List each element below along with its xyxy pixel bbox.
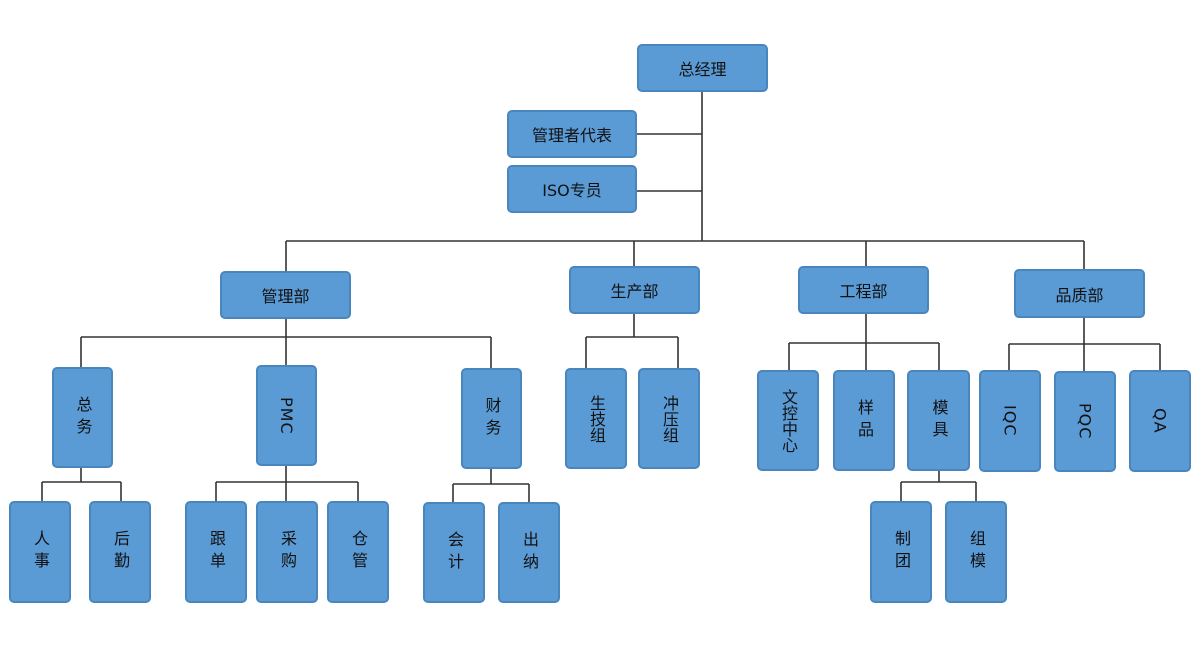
node-stamping-group: 冲压组 bbox=[638, 368, 700, 469]
node-label: IQC bbox=[1000, 405, 1020, 437]
node-admin-dept: 管理部 bbox=[220, 271, 351, 319]
node-label: 后勤 bbox=[111, 530, 130, 574]
node-label: 文控中心 bbox=[779, 388, 798, 453]
node-label: 管理部 bbox=[261, 287, 310, 306]
node-samples: 样品 bbox=[833, 370, 895, 471]
node-label: 财务 bbox=[482, 396, 502, 441]
node-production-dept: 生产部 bbox=[569, 266, 700, 314]
node-label: 采购 bbox=[278, 530, 297, 574]
node-hr: 人事 bbox=[9, 501, 71, 603]
node-general-affairs: 总务 bbox=[52, 367, 113, 468]
node-accounting: 会计 bbox=[423, 502, 485, 603]
node-molds: 模具 bbox=[907, 370, 970, 471]
node-mold-assembly: 组模 bbox=[945, 501, 1007, 603]
node-label: 模具 bbox=[929, 398, 949, 443]
node-label: 工程部 bbox=[839, 282, 888, 301]
node-pmc: PMC bbox=[256, 365, 317, 466]
node-label: 跟单 bbox=[207, 530, 226, 574]
node-order-follow-up: 跟单 bbox=[185, 501, 247, 603]
node-engineering-dept: 工程部 bbox=[798, 266, 929, 314]
node-label: 总务 bbox=[73, 395, 93, 440]
node-label: 出纳 bbox=[520, 530, 539, 575]
node-label: 样品 bbox=[855, 398, 874, 443]
node-iso-specialist: ISO专员 bbox=[507, 165, 637, 213]
node-label: 组模 bbox=[967, 530, 986, 574]
node-label: PQC bbox=[1075, 403, 1095, 440]
node-label: 人事 bbox=[31, 530, 50, 574]
node-label: 冲压组 bbox=[660, 394, 679, 443]
node-label: 生产部 bbox=[610, 282, 659, 301]
node-label: 品质部 bbox=[1055, 285, 1104, 305]
node-iqc: IQC bbox=[979, 370, 1041, 472]
node-finance: 财务 bbox=[461, 368, 522, 469]
node-qa: QA bbox=[1129, 370, 1191, 472]
node-logistics: 后勤 bbox=[89, 501, 151, 603]
node-purchasing: 采购 bbox=[256, 501, 318, 603]
node-production-tech-group: 生技组 bbox=[565, 368, 627, 469]
node-cashier: 出纳 bbox=[498, 502, 560, 603]
node-document-control: 文控中心 bbox=[757, 370, 819, 471]
node-label: 会计 bbox=[445, 530, 464, 575]
node-label: QA bbox=[1150, 408, 1170, 434]
node-quality-dept: 品质部 bbox=[1014, 269, 1145, 318]
node-mold-making: 制团 bbox=[870, 501, 932, 603]
node-label: 生技组 bbox=[587, 394, 606, 443]
node-management-representative: 管理者代表 bbox=[507, 110, 637, 158]
node-label: 仓管 bbox=[349, 530, 368, 574]
node-pqc: PQC bbox=[1054, 371, 1116, 472]
node-label: ISO专员 bbox=[542, 181, 602, 200]
node-label: 制团 bbox=[892, 530, 911, 574]
node-label: 总经理 bbox=[678, 60, 727, 79]
node-label: 管理者代表 bbox=[531, 126, 612, 145]
node-general-manager: 总经理 bbox=[637, 44, 768, 92]
node-warehouse: 仓管 bbox=[327, 501, 389, 603]
node-label: PMC bbox=[277, 396, 296, 435]
